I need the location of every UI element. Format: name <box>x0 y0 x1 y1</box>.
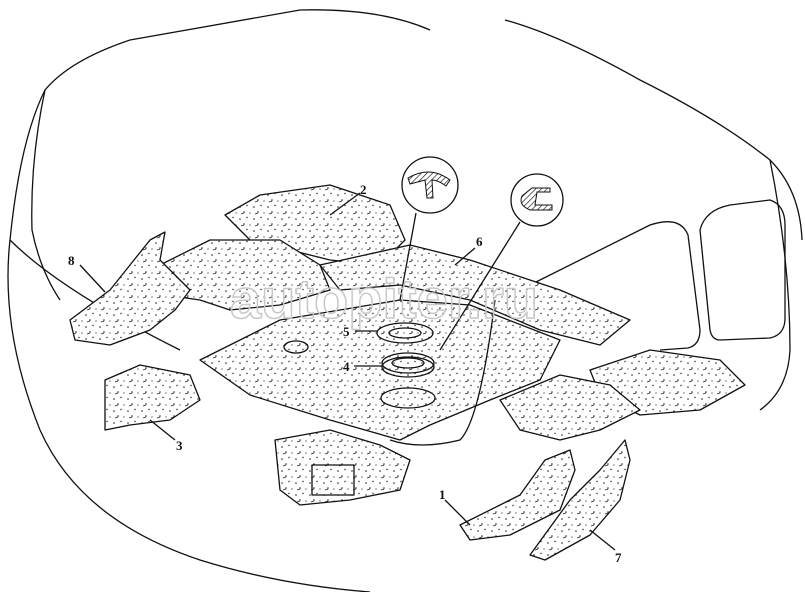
pad-7 <box>529 439 631 561</box>
pad-central <box>199 299 561 441</box>
callout-3: 3 <box>176 438 183 453</box>
pad-tunnel <box>274 429 411 506</box>
part-5-gasket <box>376 322 434 344</box>
callout-7: 7 <box>615 550 622 565</box>
part-4-grommet <box>380 352 436 409</box>
pad-8 <box>69 231 191 346</box>
cab-outline <box>7 9 803 592</box>
callout-4: 4 <box>343 359 350 374</box>
callout-5: 5 <box>343 324 350 339</box>
callout-2: 2 <box>360 182 367 197</box>
callout-1: 1 <box>439 487 446 502</box>
detail-t-seal <box>399 156 459 301</box>
callout-8: 8 <box>68 253 75 268</box>
pad-right-front <box>499 374 641 441</box>
watermark: autopiter.ru <box>230 267 538 330</box>
leader-lines <box>79 192 616 551</box>
pad-1 <box>459 449 576 541</box>
pad-3 <box>104 364 201 431</box>
callout-6: 6 <box>476 234 483 249</box>
detail-channel-seal <box>389 173 564 446</box>
